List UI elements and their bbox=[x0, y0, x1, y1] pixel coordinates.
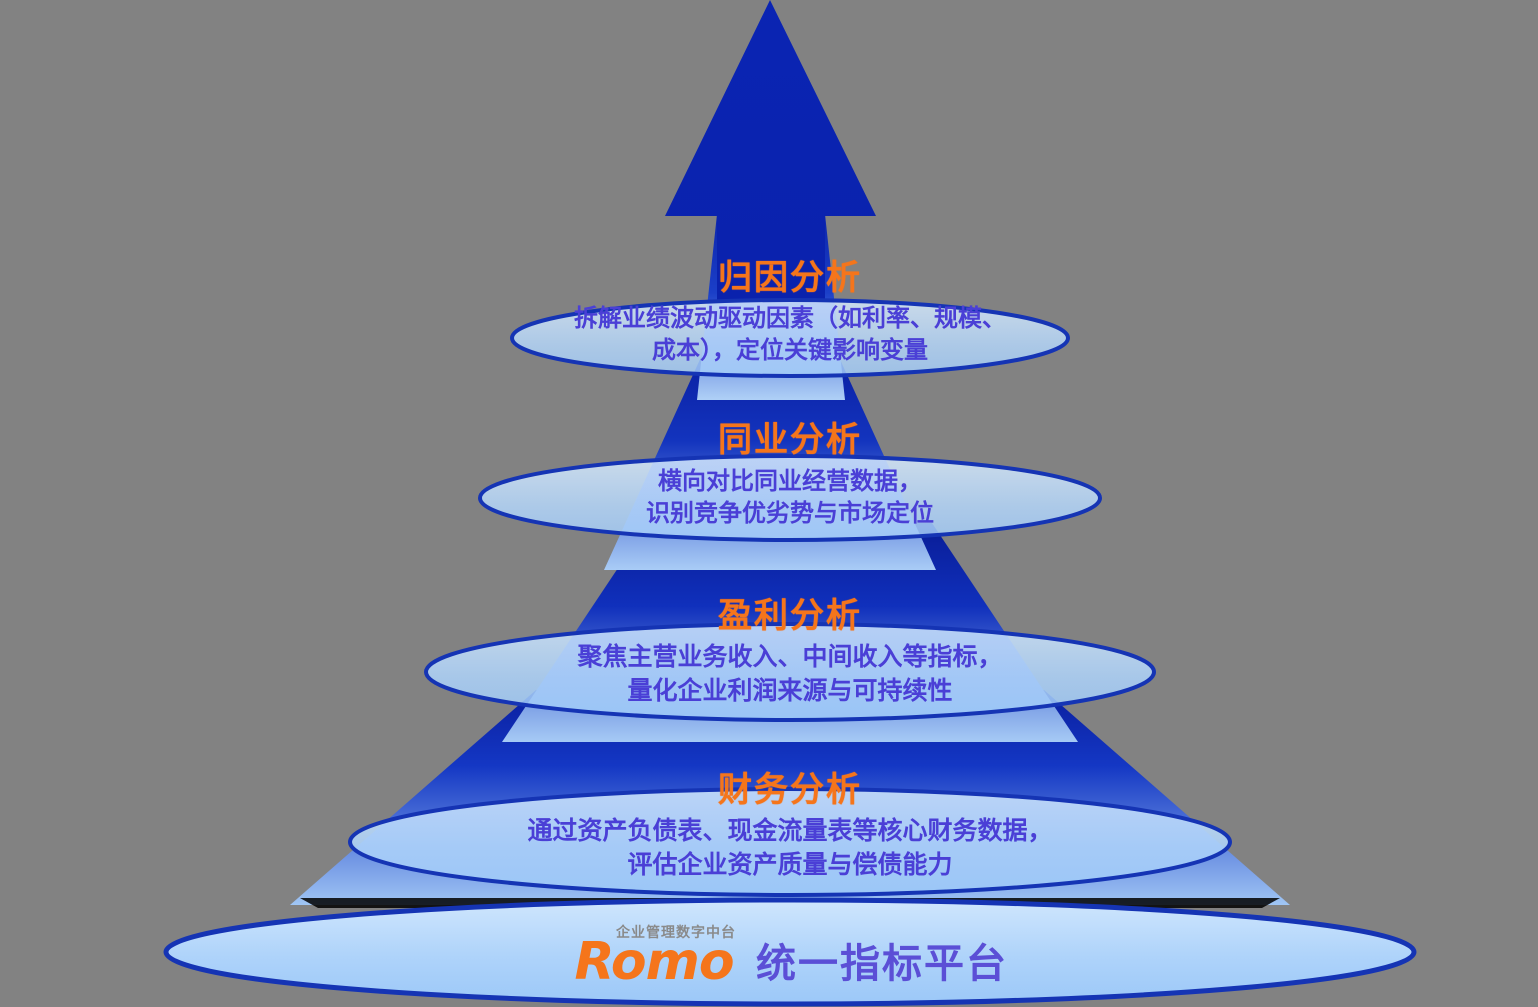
level-1-description: 拆解业绩波动驱动因素（如利率、规模、 成本），定位关键影响变量 bbox=[574, 305, 1006, 365]
base-brand-row: 企业管理数字中台 Romo 统一指标平台 bbox=[572, 922, 1008, 988]
level-4-description: 通过资产负债表、现金流量表等核心财务数据， 评估企业资产质量与偿债能力 bbox=[527, 817, 1053, 879]
disc-level-1[interactable] bbox=[510, 298, 1070, 378]
platform-name: 统一指标平台 bbox=[756, 942, 1008, 986]
level-2-title: 同业分析 bbox=[718, 421, 862, 459]
level-2-description: 横向对比同业经营数据， 识别竞争优劣势与市场定位 bbox=[646, 468, 934, 528]
funnel-discs bbox=[163, 298, 1417, 1007]
disc-level-3[interactable] bbox=[424, 622, 1156, 722]
logo-wordmark: Romo bbox=[574, 932, 734, 992]
level-4-title: 财务分析 bbox=[718, 771, 862, 809]
level-1-title: 归因分析 bbox=[718, 259, 862, 297]
disc-level-2[interactable] bbox=[478, 454, 1102, 542]
disc-level-4[interactable] bbox=[348, 787, 1232, 897]
level-3-title: 盈利分析 bbox=[718, 597, 862, 635]
logo-tagline: 企业管理数字中台 bbox=[616, 924, 736, 940]
upward-arrow-icon bbox=[665, 0, 876, 300]
disc-base[interactable] bbox=[163, 897, 1417, 1007]
level-3-description: 聚焦主营业务收入、中间收入等指标， 量化企业利润来源与可持续性 bbox=[577, 643, 1003, 705]
romo-logo[interactable]: 企业管理数字中台 Romo bbox=[572, 922, 736, 988]
